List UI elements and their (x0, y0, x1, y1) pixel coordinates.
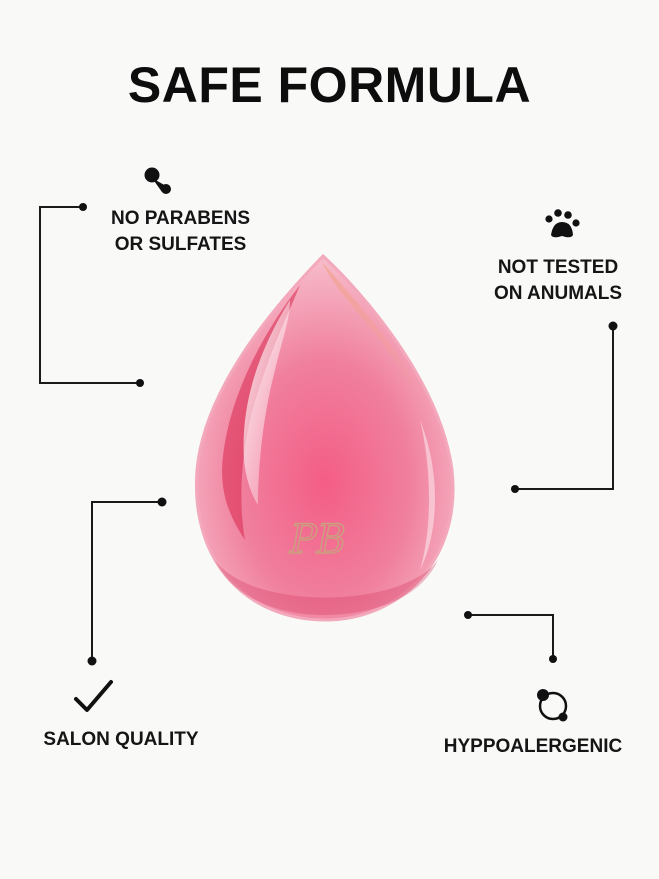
droplet-molecule-icon (144, 167, 171, 194)
connector-hypoallergenic (468, 614, 554, 659)
feature-label-line: NOT TESTED (497, 257, 619, 278)
ring-molecule-icon (537, 689, 568, 722)
connector-dot (464, 611, 472, 619)
feature-label-line: OR SULFATES (114, 234, 247, 255)
connector-dot (608, 321, 618, 331)
connector-dot (136, 379, 144, 387)
feature-cruelty-free: NOT TESTED ON ANUMALS (478, 255, 638, 307)
connector-cruelty-free (515, 326, 614, 490)
feature-no-parabens: NO PARABENS OR SULFATES (98, 206, 263, 258)
connector-dot (79, 203, 87, 211)
connector-dot (511, 485, 519, 493)
product-sponge-image: PB (194, 253, 455, 622)
connector-dot (549, 655, 557, 663)
feature-label-line: HYPPOALERGENIC (443, 736, 623, 757)
connector-dot (157, 497, 167, 507)
page-title: SAFE FORMULA (127, 57, 532, 113)
feature-label-line: NO PARABENS (111, 208, 250, 229)
feature-label-line: SALON QUALITY (43, 729, 199, 750)
paw-icon (545, 209, 580, 238)
checkmark-icon (74, 680, 113, 712)
feature-label-line: ON ANUMALS (493, 283, 623, 304)
brand-logo: PB (289, 517, 346, 563)
connector-salon-quality (91, 501, 162, 661)
feature-salon-quality: SALON QUALITY (26, 727, 216, 753)
connector-no-parabens (39, 206, 140, 384)
feature-hypoallergenic: HYPPOALERGENIC (428, 734, 638, 760)
connector-dot (87, 656, 97, 666)
